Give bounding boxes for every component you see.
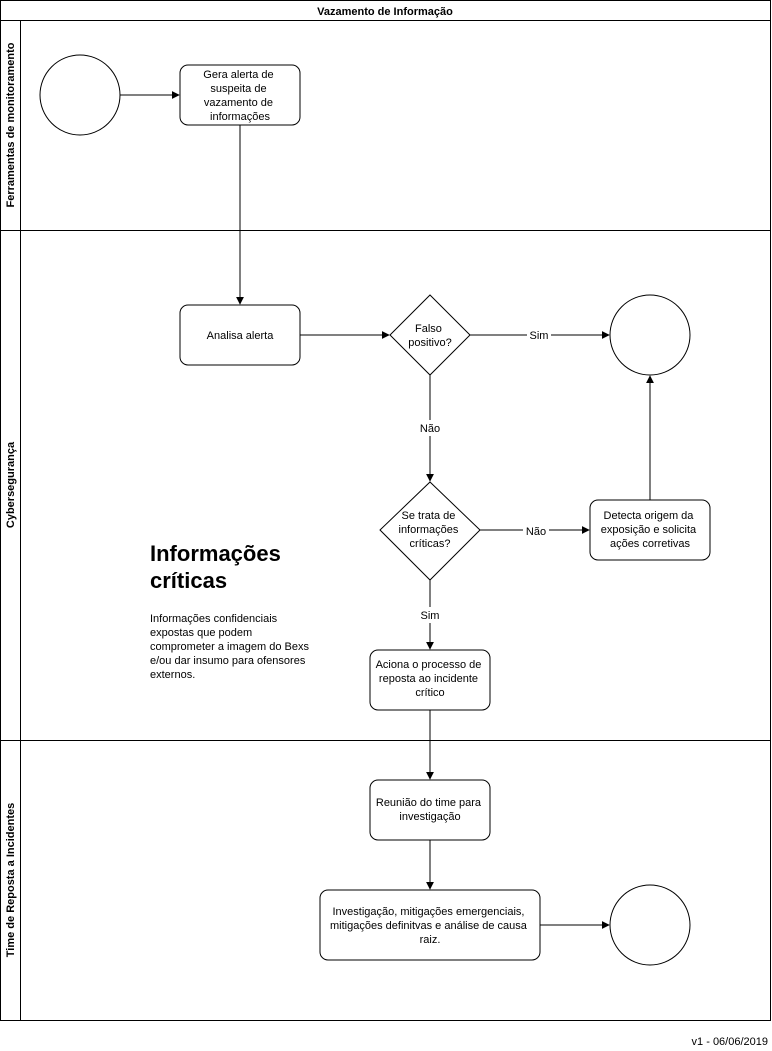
svg-text:Detecta origem da exposi: Detecta origem da exposição e solicita a…: [601, 510, 699, 550]
task-gera-alerta-line: suspeita de: [210, 83, 266, 95]
lane-label-incident: Time de Reposta a Incidentes: [5, 803, 17, 957]
task-aciona-processo-line: Aciona o processo de: [376, 659, 482, 671]
note-body-line: expostas que podem: [150, 627, 252, 639]
task-detecta-origem-line: ações corretivas: [610, 538, 691, 550]
task-gera-alerta-line: Gera alerta de: [203, 69, 273, 81]
note-body-line: e/ou dar insumo para ofensores: [150, 655, 306, 667]
pool-title: Vazamento de Informação: [317, 6, 453, 18]
task-aciona-processo-line: crítico: [415, 687, 444, 699]
task-investigacao-line: mitigações definitvas e análise de causa: [330, 920, 528, 932]
end-event-final[interactable]: [609, 884, 691, 966]
svg-text:Se trata de informações: Se trata de informações críticas?: [399, 510, 462, 550]
task-aciona-processo[interactable]: Aciona o processo de reposta ao incident…: [369, 649, 491, 711]
task-gera-alerta[interactable]: Gera alerta de suspeita de vazamento de …: [179, 64, 301, 126]
gateway-falso-positivo[interactable]: Falso positivo?: [389, 294, 471, 376]
lane-label-cyber: Cybersegurança: [5, 441, 17, 528]
edge-label-bg-sim-2: [418, 607, 442, 623]
gateway-info-criticas[interactable]: Se trata de informações críticas?: [379, 481, 481, 581]
task-detecta-origem-line: exposição e solicita: [601, 524, 697, 536]
edge-label-bg-sim-1: [527, 327, 551, 343]
edge-label-bg-nao-1: [417, 420, 443, 436]
task-gera-alerta-line: informações: [210, 111, 270, 123]
svg-text:Aciona o processo de rep: Aciona o processo de reposta ao incident…: [376, 659, 485, 699]
edge-label-nao-1: Não: [420, 423, 440, 435]
end-event-falso-positivo[interactable]: [609, 294, 691, 376]
task-gera-alerta-line: vazamento de: [204, 97, 273, 109]
note-title-line: críticas: [150, 568, 227, 593]
svg-text:Investigação, mitigações emerg: Investigação, mitigações emergenciais, m…: [330, 906, 530, 946]
start-event[interactable]: [39, 54, 121, 136]
svg-text:Informações críticas: Informações críticas: [150, 541, 287, 593]
gateway-info-criticas-line: Se trata de: [402, 510, 456, 522]
gateway-falso-positivo-line: Falso: [415, 323, 442, 335]
gateway-info-criticas-line: informações: [399, 524, 459, 536]
task-investigacao-line: Investigação, mitigações emergenciais,: [332, 906, 524, 918]
task-reuniao-line: Reunião do time para: [376, 797, 482, 809]
svg-text:Reunião do time para inv: Reunião do time para investigação: [376, 797, 484, 823]
task-reuniao-line: investigação: [399, 811, 460, 823]
note-body-line: externos.: [150, 669, 195, 681]
note-body-line: comprometer a imagem do Bexs: [150, 641, 309, 653]
svg-text:Analisa alerta: Analisa alerta: [207, 330, 275, 342]
svg-text:Falso positivo?: Falso positivo?: [408, 323, 451, 349]
svg-text:Gera alerta de suspeita: Gera alerta de suspeita de vazamento de …: [203, 69, 276, 123]
task-analisa-alerta[interactable]: Analisa alerta: [179, 304, 301, 366]
task-detecta-origem-line: Detecta origem da: [604, 510, 695, 522]
task-investigacao-line: raiz.: [420, 934, 441, 946]
edge-label-nao-2: Não: [526, 526, 546, 538]
task-aciona-processo-line: reposta ao incidente: [379, 673, 478, 685]
edge-label-sim-2: Sim: [421, 610, 440, 622]
task-investigacao[interactable]: Investigação, mitigações emergenciais, m…: [319, 889, 541, 961]
task-detecta-origem[interactable]: Detecta origem da exposição e solicita a…: [589, 499, 711, 561]
note-body-line: Informações confidenciais: [150, 613, 278, 625]
lane-label-monitoring: Ferramentas de monitoramento: [5, 42, 17, 207]
svg-text:Informações confidenciais: Informações confidenciais expostas que p…: [150, 613, 312, 681]
gateway-falso-positivo-line: positivo?: [408, 337, 451, 349]
edge-label-sim-1: Sim: [530, 330, 549, 342]
task-reuniao[interactable]: Reunião do time para investigação: [369, 779, 491, 841]
version-label: v1 - 06/06/2019: [692, 1036, 768, 1048]
task-analisa-alerta-line: Analisa alerta: [207, 330, 275, 342]
note-title-line: Informações: [150, 541, 281, 566]
edge-label-bg-nao-2: [523, 523, 549, 539]
gateway-info-criticas-line: críticas?: [410, 538, 451, 550]
note-info-criticas: Informações críticas Informações confide…: [150, 541, 312, 681]
